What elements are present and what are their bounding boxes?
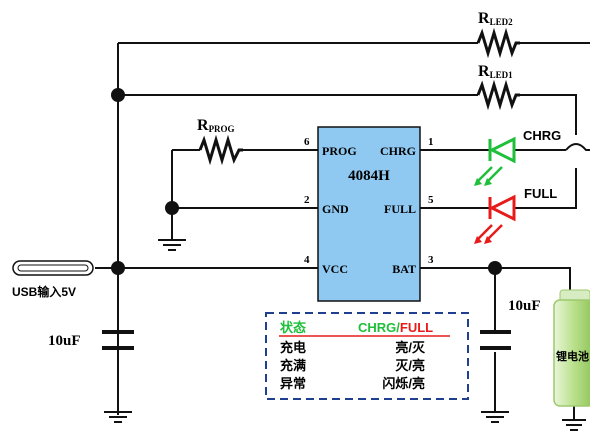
led-chrg: CHRG bbox=[474, 128, 561, 186]
led-full-ray bbox=[477, 224, 493, 240]
junction-dot bbox=[111, 88, 125, 102]
capacitor-right: 10uF bbox=[480, 298, 541, 350]
led-full-ray bbox=[487, 224, 503, 240]
wire-jumper bbox=[565, 143, 590, 151]
ground-icon bbox=[562, 419, 586, 431]
ic-pin-num-1: 1 bbox=[428, 136, 434, 148]
junction-dots bbox=[111, 88, 502, 275]
battery: 锂电池 bbox=[553, 289, 590, 407]
ic-4084h: 4084H PROG GND VCC 6 2 4 CHRG FULL BAT 1… bbox=[304, 126, 434, 302]
ic-pin-num-2: 2 bbox=[304, 194, 310, 206]
ic-pin-label-gnd: GND bbox=[322, 202, 349, 216]
ic-name: 4084H bbox=[348, 168, 390, 184]
status-row-value: 亮/灭 bbox=[395, 340, 426, 355]
ground-icon bbox=[104, 411, 132, 423]
led-full-label: FULL bbox=[524, 186, 557, 201]
battery-label: 锂电池 bbox=[556, 349, 589, 363]
battery-icon bbox=[553, 299, 590, 407]
ic-pin-label-chrg: CHRG bbox=[380, 144, 416, 158]
usb-label: USB输入5V bbox=[12, 284, 76, 299]
ic-pin-num-6: 6 bbox=[304, 136, 310, 148]
ground-icon bbox=[481, 411, 509, 423]
ic-pin-num-4: 4 bbox=[304, 254, 310, 266]
junction-dot bbox=[165, 201, 179, 215]
usb-port-icon bbox=[12, 260, 94, 276]
ic-pin-label-prog: PROG bbox=[322, 144, 357, 158]
usb-connector: USB输入5V bbox=[12, 260, 94, 299]
rprog-label: RPROG bbox=[197, 117, 235, 134]
led-chrg-label: CHRG bbox=[523, 128, 561, 143]
led-full: FULL bbox=[474, 186, 557, 244]
resistor-rled2: RLED2 bbox=[476, 10, 520, 59]
status-table: 状态 CHRG/FULL 充电 亮/灭 充满 灭/亮 异常 闪烁/亮 bbox=[265, 312, 469, 400]
capacitor-left: 10uF bbox=[48, 330, 134, 350]
ground-icon bbox=[158, 239, 186, 251]
led-chrg-ray bbox=[477, 166, 493, 182]
junction-dot bbox=[111, 261, 125, 275]
ground-symbols bbox=[104, 239, 586, 431]
status-header-state: 状态 bbox=[280, 320, 306, 335]
rled2-label: RLED2 bbox=[478, 10, 513, 27]
cap-right-label: 10uF bbox=[508, 298, 541, 314]
wires bbox=[95, 42, 590, 420]
status-header-leds: CHRG/FULL bbox=[358, 320, 433, 335]
ic-body bbox=[317, 126, 421, 302]
led-chrg-ray bbox=[487, 166, 503, 182]
ic-pin-num-5: 5 bbox=[428, 194, 434, 206]
status-row-state: 充电 bbox=[280, 340, 306, 355]
status-row-value: 闪烁/亮 bbox=[382, 376, 425, 391]
cap-left-label: 10uF bbox=[48, 333, 81, 349]
ic-pin-label-vcc: VCC bbox=[322, 262, 348, 276]
status-table-border bbox=[265, 312, 469, 400]
resistor-rled1: RLED1 bbox=[476, 63, 520, 111]
junction-dot bbox=[488, 261, 502, 275]
ic-pin-num-3: 3 bbox=[428, 254, 434, 266]
status-row-state: 异常 bbox=[280, 376, 306, 391]
status-row-state: 充满 bbox=[280, 358, 306, 373]
ic-pin-label-bat: BAT bbox=[392, 262, 416, 276]
resistor-rprog: RPROG bbox=[197, 117, 243, 166]
status-row-value: 灭/亮 bbox=[394, 358, 425, 373]
ic-pin-label-full: FULL bbox=[384, 202, 416, 216]
rled1-label: RLED1 bbox=[478, 63, 513, 80]
